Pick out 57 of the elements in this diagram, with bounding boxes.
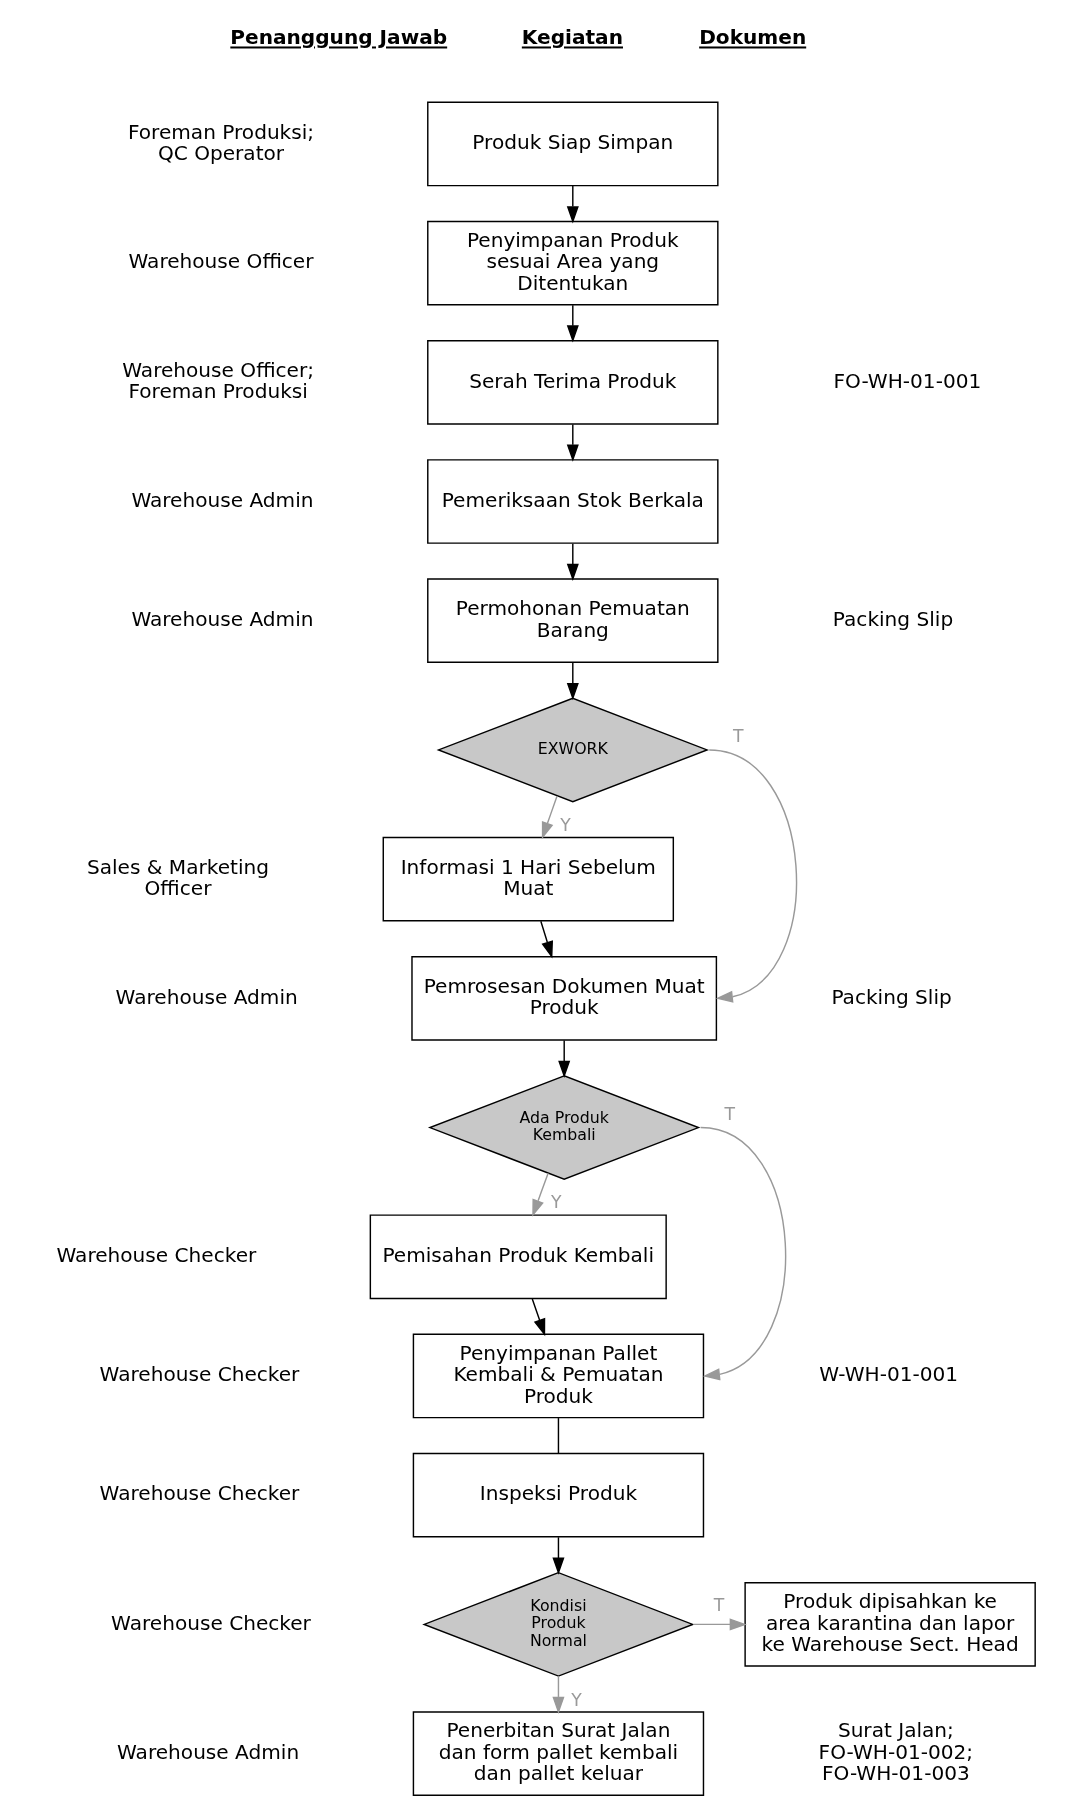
node-box: Penyimpanan Pallet Kembali & Pemuatan Produk bbox=[412, 1333, 705, 1418]
node-box: Produk Siap Simpan bbox=[427, 101, 719, 186]
node-box: Pemeriksaan Stok Berkala bbox=[427, 458, 719, 544]
label: Warehouse Checker bbox=[99, 1361, 300, 1386]
label: Warehouse Checker bbox=[111, 1610, 311, 1635]
label: Packing Slip bbox=[832, 606, 954, 631]
label: Packing Slip bbox=[831, 984, 952, 1009]
connector bbox=[557, 1416, 560, 1454]
node-diamond: EXWORK bbox=[436, 696, 710, 802]
edge-label: T bbox=[733, 725, 744, 746]
label: Surat Jalan; FO-WH-01-002; FO-WH-01-003 bbox=[818, 1717, 974, 1785]
label: Sales & Marketing Officer bbox=[86, 854, 269, 900]
node-box: Inspeksi Produk bbox=[412, 1452, 705, 1537]
edge-label: Y bbox=[571, 1689, 582, 1710]
label: Warehouse Checker bbox=[99, 1480, 300, 1505]
node-diamond: Kondisi Produk Normal bbox=[422, 1571, 695, 1677]
node-box: Permohonan Pemuatan Barang bbox=[427, 577, 719, 663]
arrow bbox=[708, 748, 797, 1003]
label: Dokumen bbox=[699, 24, 807, 49]
label: FO-WH-01-001 bbox=[833, 368, 982, 393]
node-box: Penyimpanan Produk sesuai Area yang Ditentukan bbox=[427, 220, 719, 305]
arrow bbox=[566, 661, 579, 700]
node-box: Serah Terima Produk bbox=[427, 339, 719, 425]
arrow bbox=[566, 423, 579, 462]
arrow bbox=[532, 1172, 549, 1217]
arrow bbox=[540, 920, 554, 958]
label: Warehouse Admin bbox=[115, 984, 298, 1009]
node-box: Pemrosesan Dokumen Muat Produk bbox=[411, 955, 718, 1041]
arrow bbox=[566, 304, 579, 343]
arrow bbox=[531, 1297, 546, 1336]
node-box: Produk dipisahkan ke area karantina dan lapor ke Warehouse Sect. Head bbox=[744, 1581, 1036, 1667]
arrow bbox=[558, 1039, 571, 1078]
arrow bbox=[692, 1617, 747, 1630]
arrow bbox=[552, 1674, 565, 1714]
arrow bbox=[699, 1126, 786, 1380]
edge-label: Y bbox=[551, 1191, 562, 1212]
edge-label: T bbox=[724, 1103, 736, 1124]
arrow bbox=[541, 795, 558, 839]
label: Warehouse Admin bbox=[131, 487, 314, 512]
node-box: Informasi 1 Hari Sebelum Muat bbox=[382, 836, 675, 921]
label: Kegiatan bbox=[521, 24, 623, 49]
label: Warehouse Admin bbox=[117, 1739, 300, 1764]
label: Warehouse Admin bbox=[131, 606, 314, 631]
label: Warehouse Officer bbox=[128, 248, 314, 273]
edge-label: T bbox=[713, 1594, 725, 1615]
node-box: Penerbitan Surat Jalan dan form pallet kembali dan pallet keluar bbox=[412, 1710, 705, 1796]
arrow bbox=[552, 1536, 565, 1575]
label: Warehouse Checker bbox=[56, 1242, 257, 1267]
arrow bbox=[566, 542, 579, 581]
arrow bbox=[566, 184, 579, 223]
node-box: Pemisahan Produk Kembali bbox=[369, 1213, 667, 1299]
label: Foreman Produksi; QC Operator bbox=[127, 119, 315, 165]
label: Warehouse Officer; Foreman Produksi bbox=[122, 357, 315, 403]
label: W-WH-01-001 bbox=[819, 1361, 959, 1386]
node-diamond: Ada Produk Kembali bbox=[427, 1074, 701, 1180]
edge-label: Y bbox=[560, 814, 571, 835]
label: Penanggung Jawab bbox=[230, 24, 448, 49]
